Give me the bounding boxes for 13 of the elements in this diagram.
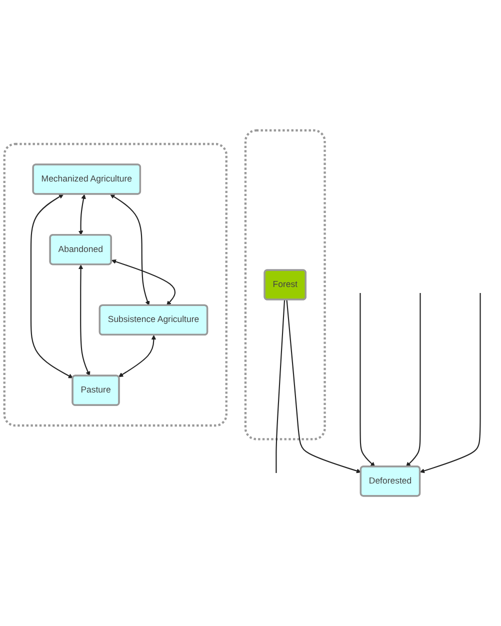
arrow	[420, 292, 481, 473]
arrow	[110, 194, 150, 306]
arrow	[360, 292, 376, 467]
arrow	[286, 300, 362, 474]
cluster	[244, 129, 326, 440]
arrow	[78, 264, 90, 376]
arrow	[78, 194, 86, 236]
cluster	[3, 142, 228, 426]
arrow	[30, 194, 74, 378]
arrow	[118, 334, 156, 377]
connector	[276, 300, 286, 473]
arrow	[406, 292, 421, 467]
arrow	[111, 259, 176, 306]
